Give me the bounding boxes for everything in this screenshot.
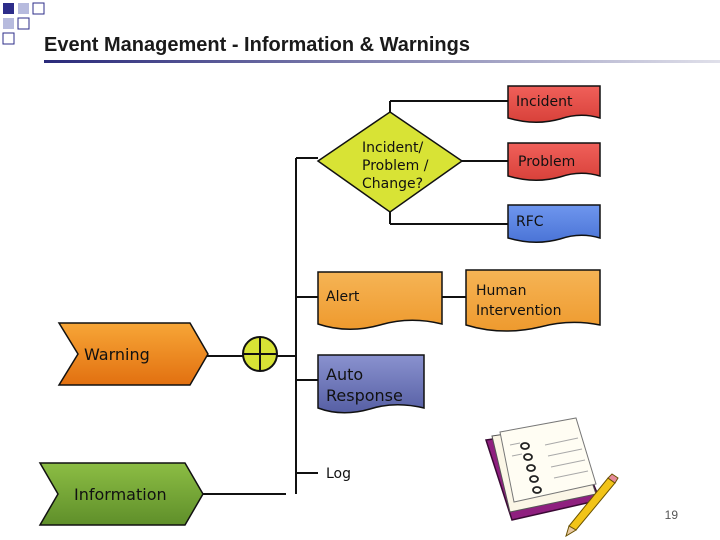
svg-text:Response: Response [326, 386, 403, 405]
human-intervention-box: Human Intervention [465, 269, 601, 332]
decision-label-3: Change? [362, 176, 423, 192]
auto-response-label-1: Auto [326, 365, 363, 384]
information-chevron: Information [38, 462, 204, 526]
problem-label: Problem [518, 154, 575, 170]
svg-text:Intervention: Intervention [476, 303, 561, 319]
auto-response-box: Auto Response [317, 354, 425, 414]
decision-diamond: Incident/ Problem / Change? [316, 111, 464, 213]
problem-box: Problem [507, 142, 601, 181]
alert-box: Alert [317, 271, 443, 330]
warning-label: Warning [84, 345, 150, 364]
warning-chevron: Warning [57, 322, 209, 386]
decision-label-1: Incident/ [362, 140, 423, 156]
rfc-label: RFC [516, 214, 544, 230]
page-number: 19 [664, 508, 678, 522]
auto-response-label-2: Response [326, 386, 403, 405]
svg-text:Incident/: Incident/ [362, 140, 423, 156]
decision-label-2: Problem / [362, 158, 429, 174]
incident-box: Incident [507, 85, 601, 123]
human-intervention-label-2: Intervention [476, 303, 561, 319]
rfc-box: RFC [507, 204, 601, 243]
notebook-pencil-icon [485, 417, 619, 538]
information-label: Information [74, 485, 167, 504]
page-title: Event Management - Information & Warning… [44, 34, 470, 56]
svg-text:Human: Human [476, 283, 527, 299]
title-rule [44, 60, 720, 63]
svg-text:Problem /: Problem / [362, 158, 429, 174]
incident-label: Incident [516, 94, 573, 110]
alert-label: Alert [326, 289, 360, 305]
svg-text:Auto: Auto [326, 365, 363, 384]
log-label: Log [326, 466, 351, 482]
svg-text:Change?: Change? [362, 176, 423, 192]
human-intervention-label-1: Human [476, 283, 527, 299]
junction-circle-icon [242, 336, 278, 372]
corner-squares-icon [2, 2, 45, 45]
connector-lines [203, 100, 508, 495]
